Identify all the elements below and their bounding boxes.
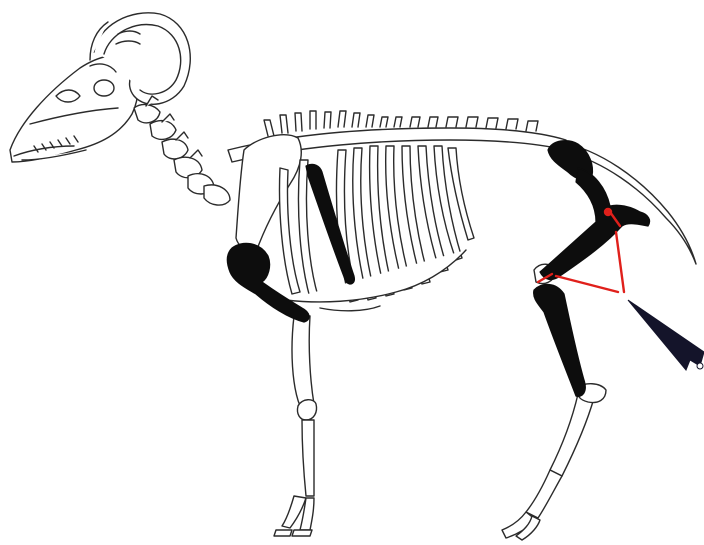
metatarsus-upper — [550, 394, 594, 476]
metatarsus-lower — [526, 470, 562, 518]
pointer-arrow-icon — [628, 300, 704, 370]
cervical-vertebrae — [134, 96, 230, 205]
tibia — [534, 284, 586, 396]
scapula — [236, 135, 301, 252]
radius-ulna — [292, 316, 314, 406]
angle-line-tibia — [556, 276, 618, 292]
angle-line-femur — [616, 232, 624, 292]
carpus — [297, 400, 316, 420]
front-leg — [274, 316, 317, 536]
metacarpus — [302, 420, 314, 496]
thoracic-limb-bar — [306, 164, 354, 284]
angle-vertex-dot — [605, 209, 611, 215]
skull — [10, 56, 138, 162]
